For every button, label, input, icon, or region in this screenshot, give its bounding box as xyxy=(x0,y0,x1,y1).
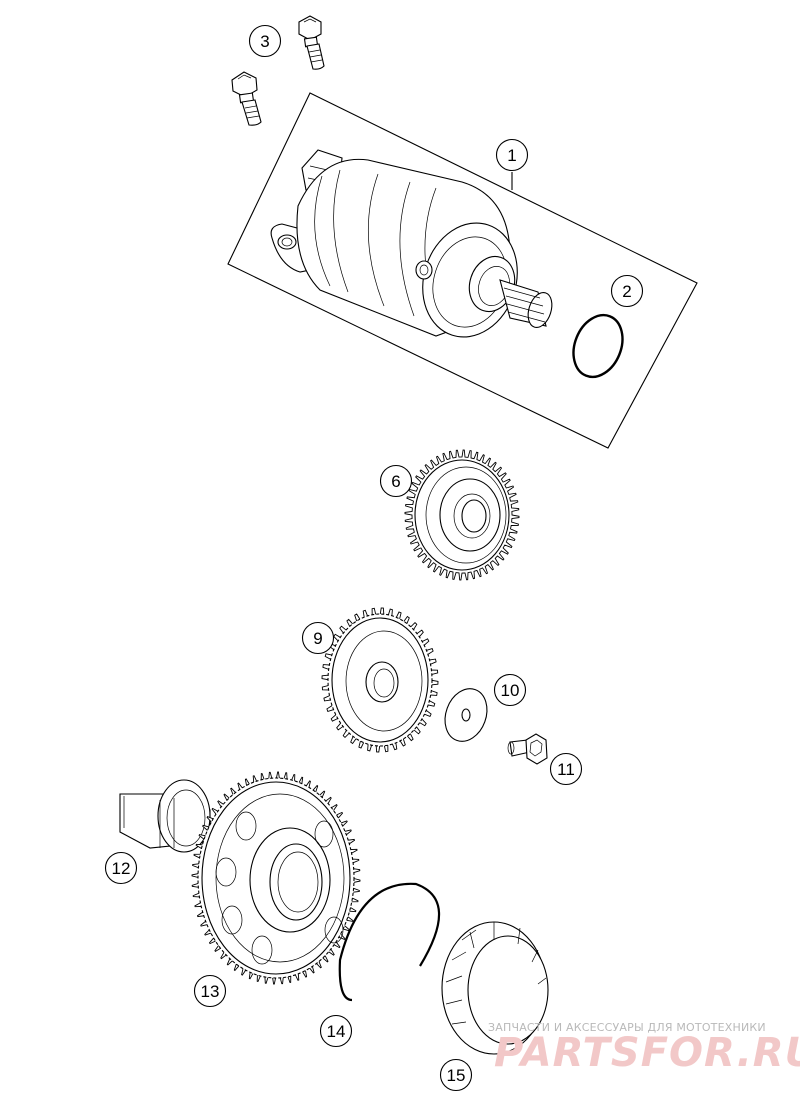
callout-11: 11 xyxy=(549,752,583,786)
part-o-ring xyxy=(572,313,624,379)
callout-13: 13 xyxy=(193,974,227,1008)
svg-text:9: 9 xyxy=(313,629,322,648)
callout-1: 1 xyxy=(495,138,529,172)
watermark-brand: PARTSFOR.RU xyxy=(494,1030,800,1076)
part-circlip-14 xyxy=(338,882,441,1002)
part-bolt-11 xyxy=(507,733,548,765)
svg-text:3: 3 xyxy=(260,32,269,51)
part-bolt-3a xyxy=(298,15,325,70)
callout-14: 14 xyxy=(319,1014,353,1048)
callout-10: 10 xyxy=(493,673,527,707)
svg-text:14: 14 xyxy=(327,1022,346,1041)
part-washer-10 xyxy=(444,688,488,742)
starter-group-frame xyxy=(227,92,698,449)
part-gear-9 xyxy=(321,607,439,753)
svg-text:1: 1 xyxy=(507,146,516,165)
part-gear-6 xyxy=(404,449,520,581)
svg-text:10: 10 xyxy=(501,681,520,700)
part-needle-bearing-12 xyxy=(119,779,211,853)
svg-text:15: 15 xyxy=(447,1066,466,1085)
part-ring-gear-13 xyxy=(191,771,361,985)
callout-12: 12 xyxy=(104,851,138,885)
svg-text:6: 6 xyxy=(391,472,400,491)
part-bolt-3b xyxy=(231,71,262,126)
svg-text:11: 11 xyxy=(557,760,575,779)
part-starter-motor xyxy=(270,149,553,338)
svg-text:2: 2 xyxy=(622,282,631,301)
callout-6: 6 xyxy=(379,464,413,498)
callout-15: 15 xyxy=(439,1058,473,1092)
watermark: ЗАПЧАСТИ И АКСЕССУАРЫ ДЛЯ МОТОТЕХНИКИ PA… xyxy=(488,1021,800,1076)
callout-9: 9 xyxy=(301,621,335,655)
svg-text:13: 13 xyxy=(201,982,220,1001)
callout-3: 3 xyxy=(248,24,282,58)
watermark-caption: ЗАПЧАСТИ И АКСЕССУАРЫ ДЛЯ МОТОТЕХНИКИ xyxy=(488,1021,766,1034)
part-freewheel-15 xyxy=(441,921,549,1055)
callout-2: 2 xyxy=(610,274,644,308)
svg-text:12: 12 xyxy=(112,859,131,878)
